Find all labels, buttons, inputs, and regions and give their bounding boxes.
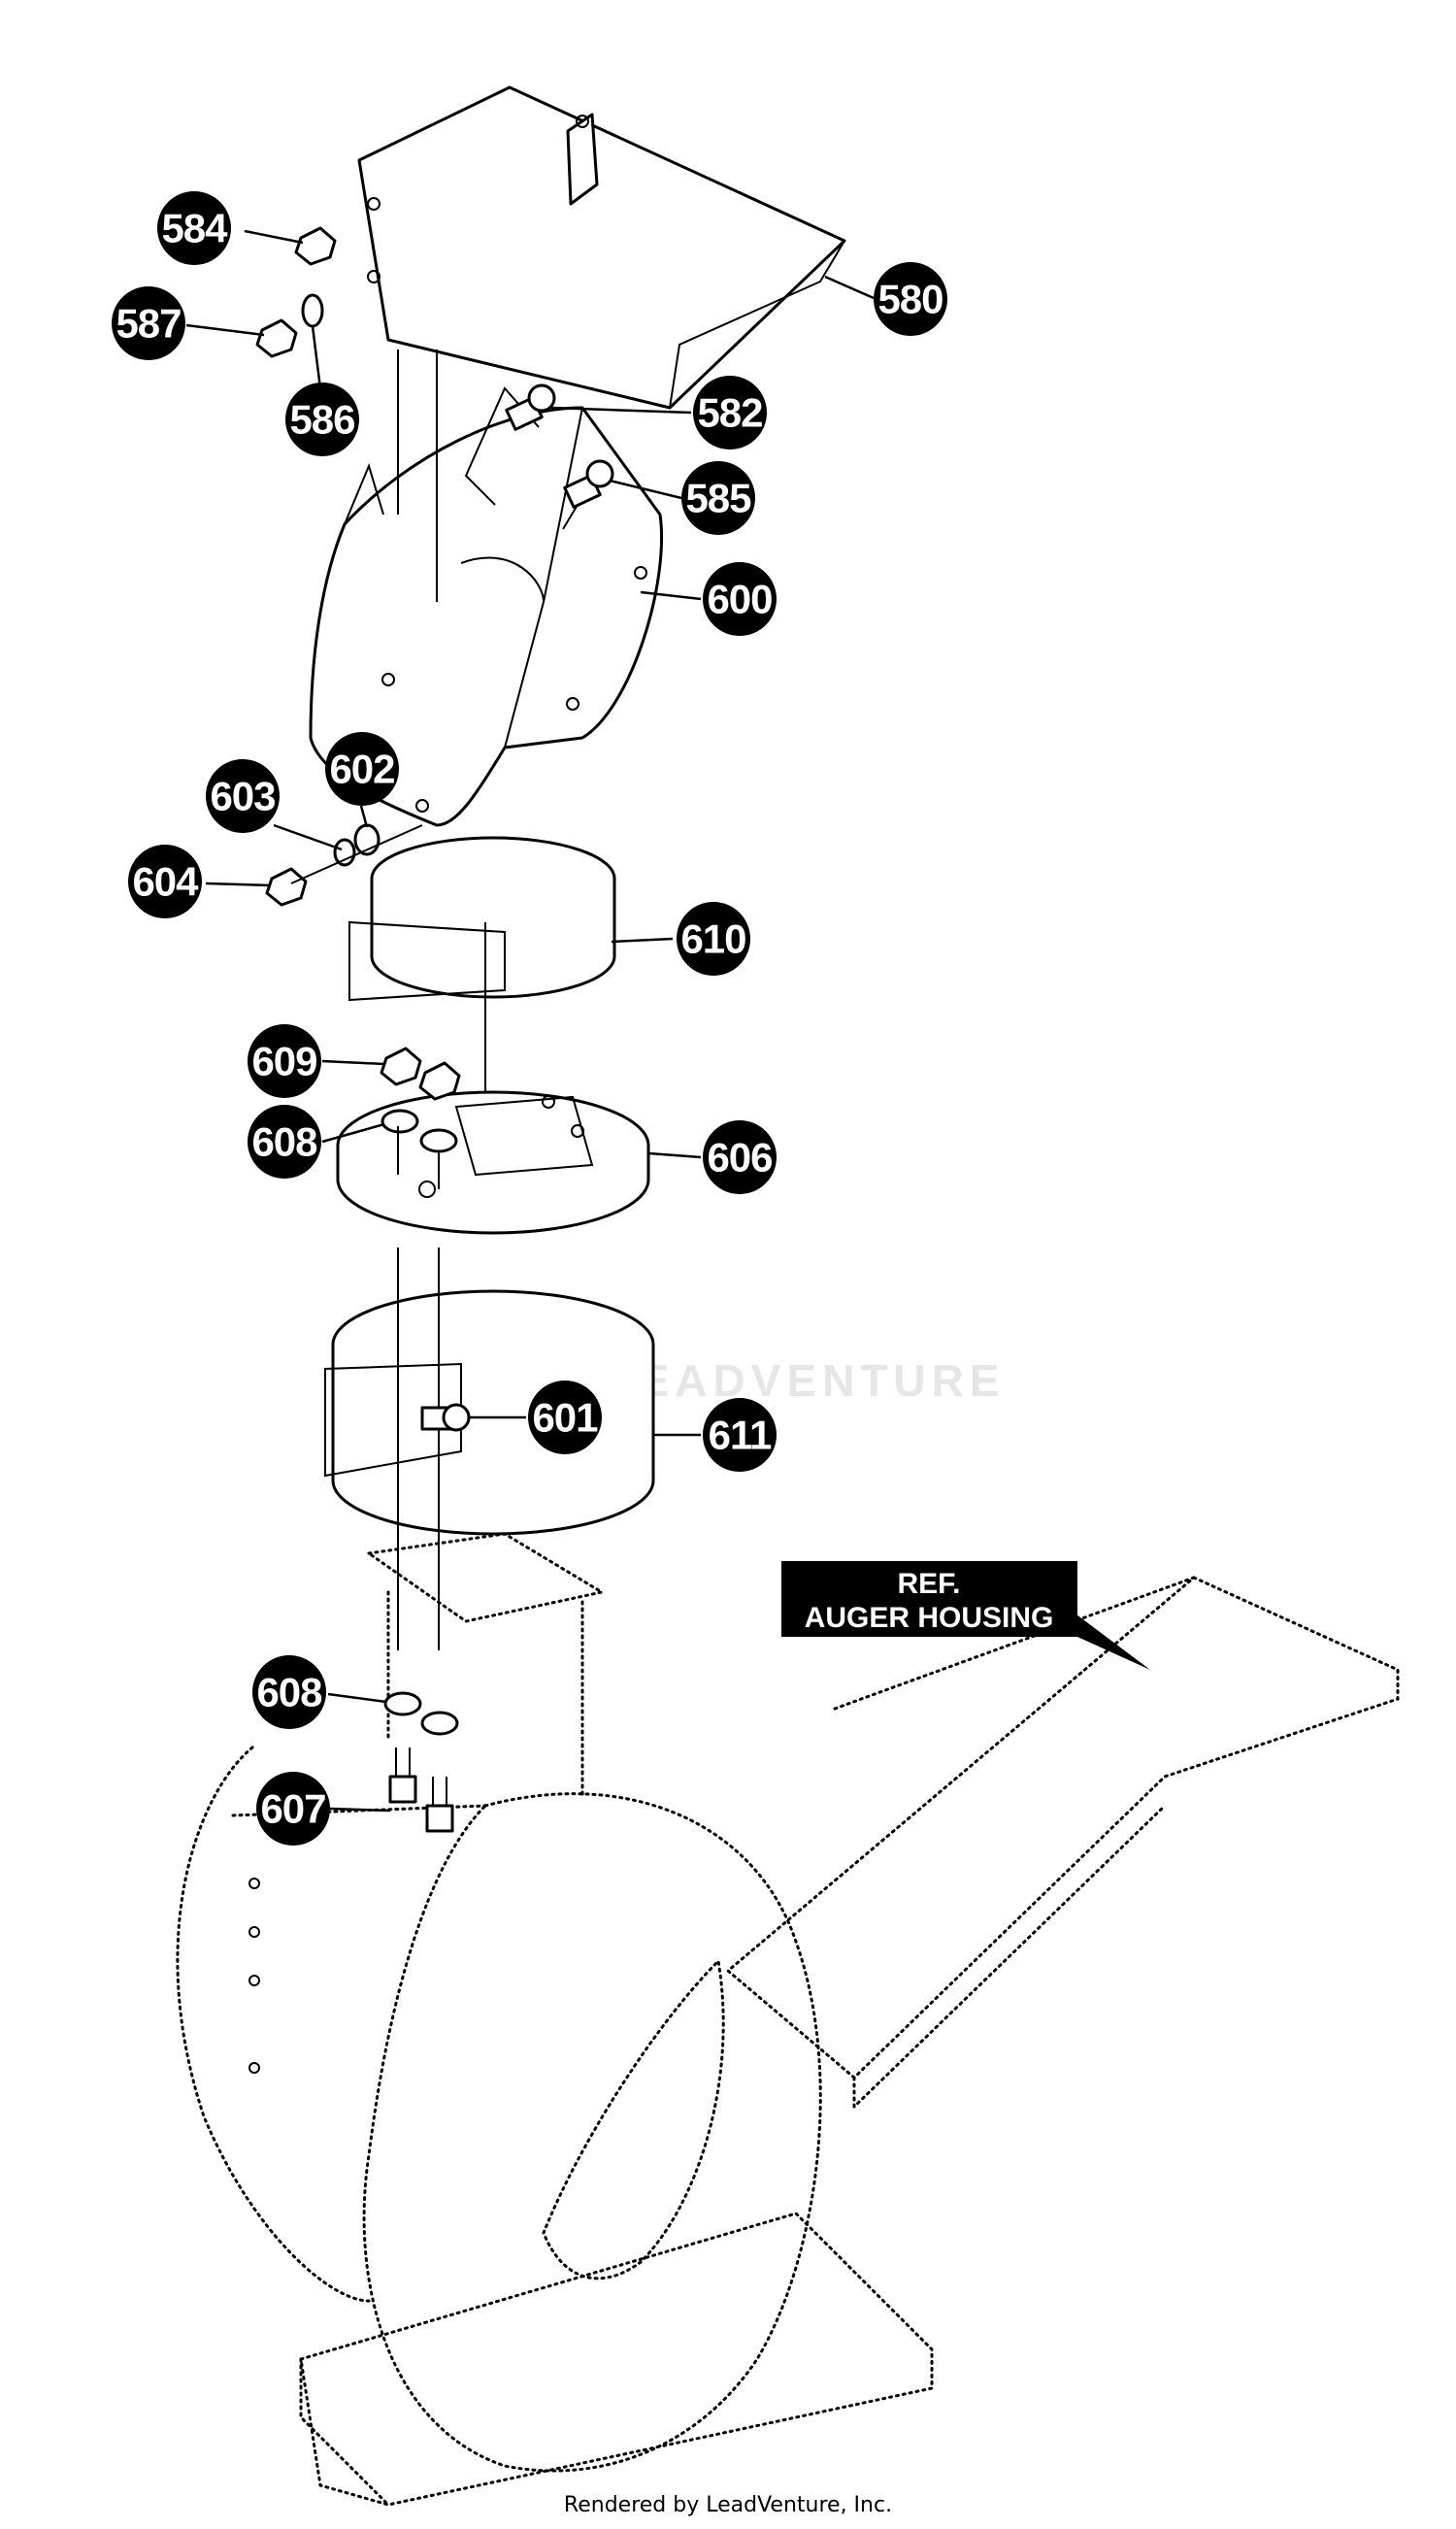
callout-580[interactable]: 580	[874, 262, 947, 336]
svg-text:582: 582	[697, 390, 762, 436]
svg-text:604: 604	[132, 859, 199, 905]
svg-text:607: 607	[260, 1786, 325, 1832]
svg-text:584: 584	[161, 206, 228, 251]
callout-608-upper[interactable]: 608	[248, 1105, 321, 1179]
leader-lines	[185, 229, 875, 1813]
svg-text:606: 606	[707, 1135, 772, 1181]
lower-ring	[324, 1248, 655, 1650]
callout-611[interactable]: 611	[703, 1398, 777, 1472]
callout-585[interactable]: 585	[681, 461, 755, 535]
svg-text:600: 600	[707, 577, 772, 622]
svg-text:608: 608	[251, 1119, 317, 1165]
nut-584	[294, 226, 337, 266]
watermark: LEADVENTURE	[606, 1355, 1006, 1406]
washer-603	[333, 838, 356, 867]
nuts-609	[380, 1047, 461, 1101]
svg-text:610: 610	[680, 916, 745, 962]
washers-608-upper	[381, 1109, 458, 1153]
svg-text:585: 585	[685, 476, 751, 521]
callout-609[interactable]: 609	[248, 1024, 321, 1098]
callout-602[interactable]: 602	[325, 732, 399, 806]
callout-582[interactable]: 582	[693, 376, 767, 449]
washer-586	[301, 293, 324, 328]
nut-604	[265, 867, 308, 907]
callout-603[interactable]: 603	[206, 759, 280, 833]
callout-587[interactable]: 587	[112, 286, 185, 360]
svg-text:603: 603	[210, 774, 275, 819]
reference-line2: AUGER HOUSING	[805, 1602, 1054, 1634]
bolt-582	[505, 383, 556, 431]
callout-606[interactable]: 606	[703, 1120, 777, 1194]
bolt-585	[563, 459, 614, 509]
nut-587	[255, 318, 298, 358]
callout-604[interactable]: 604	[128, 845, 202, 918]
callout-601[interactable]: 601	[528, 1381, 602, 1454]
callout-610[interactable]: 610	[677, 902, 750, 976]
chute-deflector	[357, 85, 846, 410]
callout-608-lower[interactable]: 608	[252, 1655, 326, 1729]
svg-text:580: 580	[877, 277, 943, 322]
callout-607[interactable]: 607	[256, 1772, 330, 1846]
callout-584[interactable]: 584	[157, 191, 231, 265]
bolts-607	[388, 1747, 454, 1833]
rotation-plate	[336, 1090, 650, 1235]
reference-label: REF. AUGER HOUSING	[781, 1561, 1150, 1670]
bolt-601	[420, 1403, 471, 1432]
footer-credit: Rendered by LeadVenture, Inc.	[563, 2493, 893, 2517]
auger-housing	[176, 1532, 1400, 2507]
svg-text:586: 586	[289, 397, 354, 443]
svg-text:601: 601	[532, 1395, 598, 1441]
svg-text:587: 587	[116, 301, 181, 347]
washers-608-lower	[383, 1691, 459, 1736]
svg-text:611: 611	[709, 1413, 772, 1458]
upper-ring	[348, 836, 616, 1204]
svg-text:609: 609	[251, 1039, 316, 1084]
svg-text:608: 608	[256, 1670, 322, 1715]
reference-line1: REF.	[897, 1568, 960, 1600]
svg-text:602: 602	[329, 747, 394, 792]
callout-586[interactable]: 586	[285, 383, 359, 456]
callout-600[interactable]: 600	[703, 562, 777, 636]
